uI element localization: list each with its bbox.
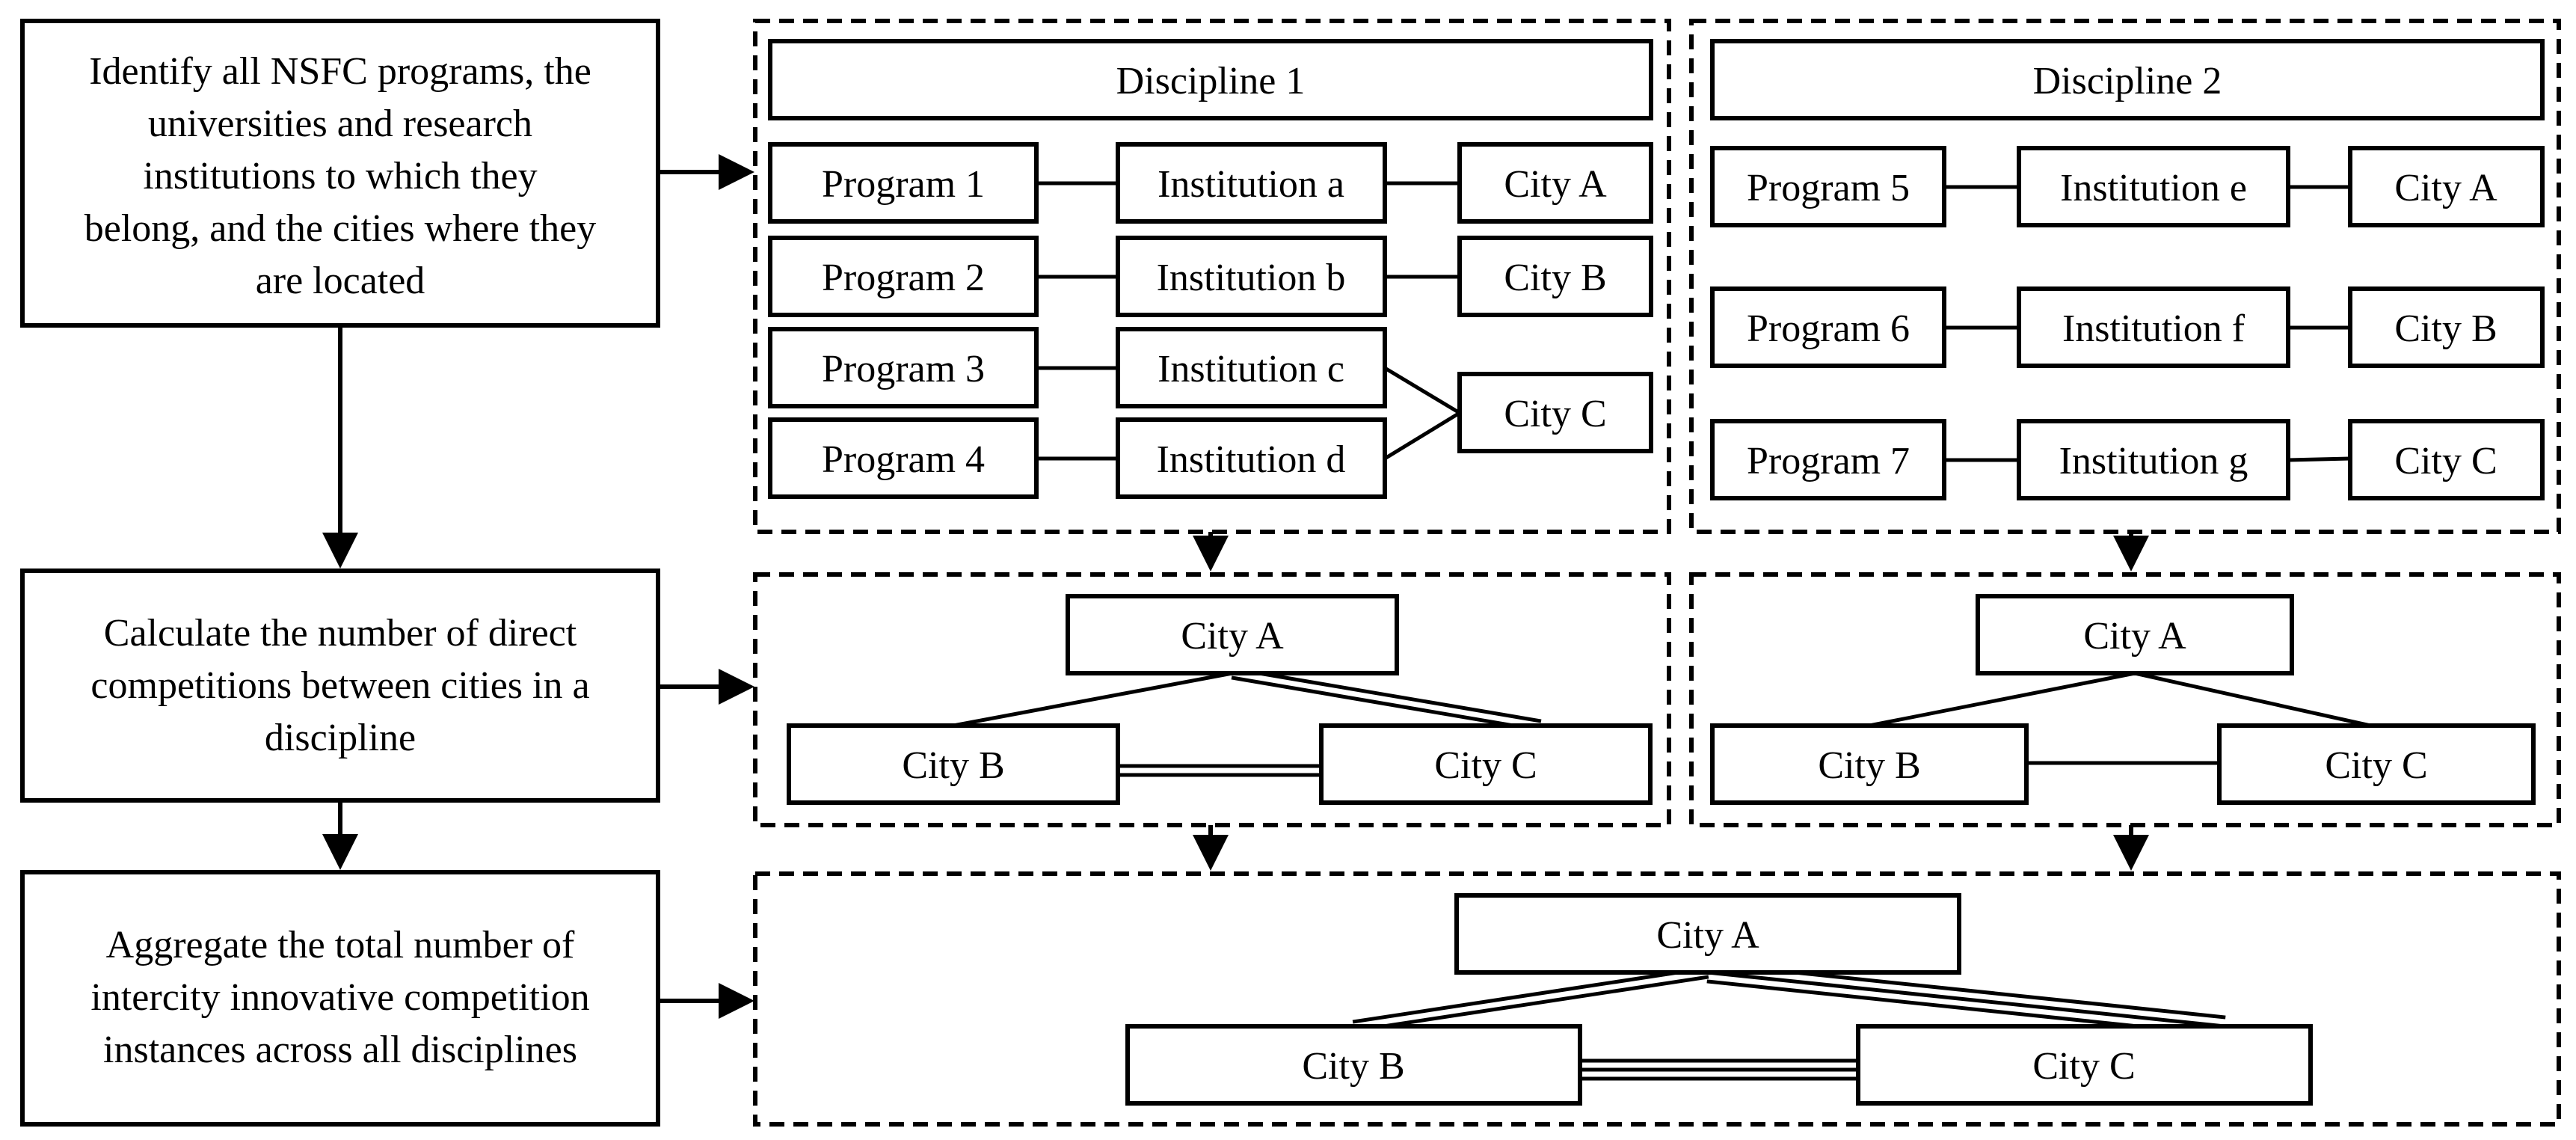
program-6-label: Program 6 (1747, 307, 1910, 350)
edge-a-c (1231, 675, 1540, 732)
edge-a-b (1352, 966, 1708, 1024)
n1-city-c-label: City C (1434, 744, 1537, 787)
institution-c-label: Institution c (1158, 348, 1344, 390)
d2-city-a-box: City A (2348, 146, 2545, 227)
nt-city-a-label: City A (1656, 914, 1759, 957)
step-identify-line-4: belong, and the cities where they (84, 207, 596, 250)
institution-b-label: Institution b (1157, 257, 1346, 299)
discipline-1-title-box: Discipline 1 (768, 39, 1653, 120)
n2-city-a-box: City A (1976, 594, 2294, 675)
nt-city-b-label: City B (1302, 1045, 1404, 1088)
discipline-1-title: Discipline 1 (1116, 60, 1306, 102)
nt-city-b-box: City B (1125, 1024, 1582, 1106)
d2-city-c-box: City C (2348, 419, 2545, 500)
step-identify-line-3: institutions to which they (143, 155, 537, 197)
institution-g-box: Institution g (2017, 419, 2290, 500)
institution-d-label: Institution d (1157, 438, 1346, 481)
n2-city-a-label: City A (2083, 615, 2186, 658)
institution-e-label: Institution e (2060, 167, 2247, 209)
discipline-2-panel (1689, 19, 2561, 534)
institution-g-label: Institution g (2059, 440, 2248, 482)
institution-f-label: Institution f (2062, 307, 2245, 350)
step-aggregate-line-2: intercity innovative competition (90, 976, 589, 1019)
program-3-label: Program 3 (822, 348, 985, 390)
institution-c-box: Institution c (1116, 327, 1387, 408)
nt-city-a-box: City A (1454, 893, 1961, 975)
program-5-box: Program 5 (1710, 146, 1946, 227)
step-identify-line-5: are located (256, 260, 425, 302)
d2-city-c-label: City C (2394, 440, 2497, 482)
program-3-box: Program 3 (768, 327, 1039, 408)
institution-e-box: Institution e (2017, 146, 2290, 227)
institution-a-box: Institution a (1116, 142, 1387, 224)
network-2-panel (1689, 572, 2561, 827)
step-aggregate-line-1: Aggregate the total number of (106, 924, 575, 966)
step-calculate-line-2: competitions between cities in a (90, 664, 589, 707)
n1-city-b-label: City B (902, 744, 1004, 787)
program-4-box: Program 4 (768, 417, 1039, 499)
network-1-panel (753, 572, 1671, 827)
d2-city-b-label: City B (2394, 307, 2497, 350)
step-calculate-line-3: discipline (265, 717, 416, 759)
step-identify-line-1: Identify all NSFC programs, the (89, 50, 591, 93)
edge-a-c (1232, 666, 1542, 723)
step-calculate-line-1: Calculate the number of direct (104, 612, 577, 655)
edge-a-c (1707, 970, 2225, 1029)
d1-city-b-box: City B (1457, 236, 1653, 317)
program-7-box: Program 7 (1710, 419, 1946, 500)
d1-city-c-box: City C (1457, 372, 1653, 453)
edge-a-b (1869, 671, 2136, 728)
network-1-edges (953, 666, 1542, 777)
network-2-edges (1869, 671, 2371, 765)
discipline-1-links (1036, 181, 1461, 461)
program-2-label: Program 2 (822, 257, 985, 299)
nt-city-c-box: City C (1856, 1024, 2313, 1106)
discipline-2-title-box: Discipline 2 (1710, 39, 2545, 120)
program-7-label: Program 7 (1747, 440, 1910, 482)
step-aggregate-line-3: instances across all disciplines (103, 1029, 577, 1071)
step-aggregate-box: Aggregate the total number of intercity … (20, 870, 660, 1127)
step-identify-line-2: universities and research (148, 102, 532, 145)
discipline-2-title: Discipline 2 (2033, 60, 2222, 102)
step-calculate-box: Calculate the number of direct competiti… (20, 569, 660, 803)
program-1-box: Program 1 (768, 142, 1039, 224)
institution-b-box: Institution b (1116, 236, 1387, 317)
d2-city-a-label: City A (2394, 167, 2497, 209)
step-identify-box: Identify all NSFC programs, the universi… (20, 19, 660, 328)
n1-city-c-box: City C (1319, 723, 1653, 805)
d1-city-b-label: City B (1504, 257, 1606, 299)
institution-f-box: Institution f (2017, 286, 2290, 368)
d1-city-a-box: City A (1457, 142, 1653, 224)
edge-a-b (953, 671, 1233, 728)
nt-city-c-label: City C (2032, 1045, 2135, 1088)
institution-d-box: Institution d (1116, 417, 1387, 499)
edge-a-c (2134, 671, 2371, 728)
institution-a-label: Institution a (1158, 163, 1344, 206)
program-4-label: Program 4 (822, 438, 985, 481)
total-network-panel (753, 871, 2561, 1127)
n1-city-a-box: City A (1066, 594, 1399, 675)
n2-city-c-box: City C (2217, 723, 2536, 805)
n1-city-a-label: City A (1181, 615, 1284, 658)
program-6-box: Program 6 (1710, 286, 1946, 368)
discipline-2-links (1944, 185, 2351, 462)
n2-city-b-box: City B (1710, 723, 2029, 805)
d2-city-b-box: City B (2348, 286, 2545, 368)
edge-a-b (1353, 975, 1709, 1033)
d1-city-c-label: City C (1504, 393, 1606, 435)
d1-city-a-label: City A (1504, 163, 1607, 206)
program-1-label: Program 1 (822, 163, 985, 206)
n2-city-b-label: City B (1818, 744, 1920, 787)
program-2-box: Program 2 (768, 236, 1039, 317)
n1-city-b-box: City B (787, 723, 1120, 805)
program-5-label: Program 5 (1747, 167, 1910, 209)
n2-city-c-label: City C (2325, 744, 2427, 787)
